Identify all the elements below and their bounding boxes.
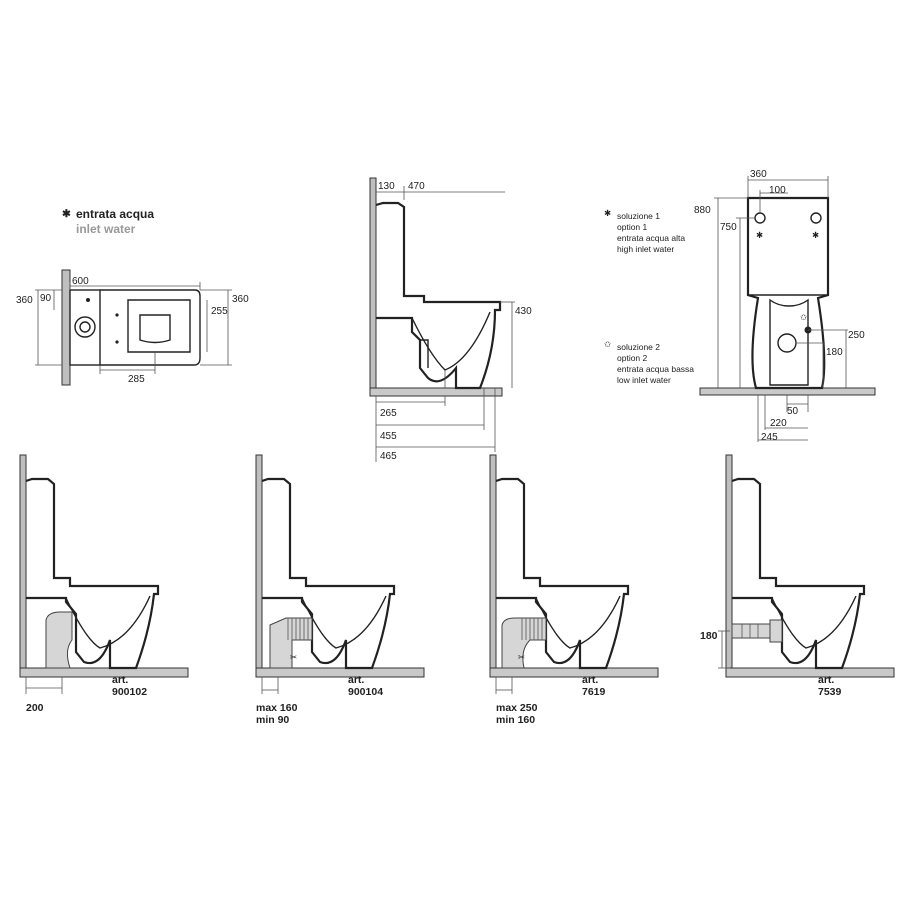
side-toilet-outline	[375, 201, 502, 390]
variant-art-number: 900102	[112, 686, 147, 698]
variant-art-label: art.	[818, 674, 834, 686]
rear-toilet-outline	[746, 196, 830, 390]
variant-dim-max: max 160	[256, 702, 298, 714]
rear-inlet-right	[810, 212, 822, 224]
variant-wall	[19, 454, 27, 678]
svg-text:✱: ✱	[756, 230, 763, 240]
rear-dim-220: 220	[770, 418, 787, 429]
plan-view: 600 360 90 360 255 285	[16, 269, 249, 386]
variant-art-label: art.	[348, 674, 364, 686]
variant-dim-min: min 160	[496, 714, 535, 726]
side-dim-265: 265	[380, 408, 397, 419]
variant-dim: 200	[26, 702, 44, 714]
side-dim-465: 465	[380, 451, 397, 462]
option2-line3: entrata acqua bassa	[617, 364, 694, 374]
legend-symbol: ✱	[62, 208, 71, 220]
side-bowl-inner	[411, 311, 491, 371]
plan-dim-length: 600	[72, 276, 89, 287]
plan-dim-width-left: 360	[16, 295, 33, 306]
side-view-main: 130 470 430 265 455 465	[369, 177, 532, 462]
variant-dim: 180	[700, 630, 718, 642]
plan-dim-width-right: 360	[232, 294, 249, 305]
variant-art-label: art.	[112, 674, 128, 686]
plan-inlet-icon	[86, 298, 90, 302]
svg-text:✱: ✱	[812, 230, 819, 240]
variant-adjustable-outlet	[269, 617, 313, 669]
plan-dim-255: 255	[211, 306, 228, 317]
rear-view: ✱ ✱ ✩ 360 100 880 750 250 180 50 220	[694, 169, 876, 443]
variant-art-number: 7619	[582, 686, 606, 698]
plan-bowl-outline	[100, 289, 201, 366]
side-wall	[369, 177, 377, 397]
plan-tank	[69, 289, 101, 366]
legend-label-it: entrata acqua	[76, 207, 154, 221]
side-dim-470: 470	[408, 181, 425, 192]
variant-dim-min: min 90	[256, 714, 289, 726]
option1-symbol: ✱	[604, 208, 611, 218]
side-dim-455: 455	[380, 431, 397, 442]
variant-toilet-outline	[25, 477, 160, 670]
plan-bowl-opening	[139, 314, 171, 344]
options-legend: ✱ soluzione 1 option 1 entrata acqua alt…	[604, 208, 694, 385]
plan-flush-button	[74, 316, 96, 338]
rear-outlet-frame	[769, 298, 809, 386]
rear-dim-880: 880	[694, 205, 711, 216]
side-dim-430: 430	[515, 306, 532, 317]
rear-dim-50: 50	[787, 406, 799, 417]
option1-line1: soluzione 1	[617, 211, 660, 221]
svg-text:✩: ✩	[800, 312, 808, 322]
legend: ✱ entrata acqua inlet water	[62, 207, 154, 236]
plan-dim-285: 285	[128, 374, 145, 385]
option1-line4: high inlet water	[617, 244, 674, 254]
rear-dim-180: 180	[826, 347, 843, 358]
variant-900104: ✂ max 160 min 90 art. 900104	[255, 454, 425, 726]
side-floor	[369, 387, 503, 397]
option2-symbol: ✩	[604, 339, 612, 349]
variant-art-number: 900104	[348, 686, 383, 698]
variant-900102: 200 art. 900102	[19, 454, 189, 714]
option1-line2: option 1	[617, 222, 648, 232]
option2-line1: soluzione 2	[617, 342, 660, 352]
rear-inlet-left	[754, 212, 766, 224]
variant-dim-max: max 250	[496, 702, 538, 714]
svg-text:✂: ✂	[518, 652, 526, 662]
variant-art-label: art.	[582, 674, 598, 686]
rear-outlet	[777, 333, 797, 353]
variant-floor-outlet	[45, 611, 73, 669]
svg-text:✂: ✂	[290, 652, 298, 662]
variant-7539: 180 art. 7539	[700, 454, 895, 698]
plan-bowl-rim	[127, 299, 191, 353]
option2-line4: low inlet water	[617, 375, 671, 385]
rear-dim-360: 360	[750, 169, 767, 180]
side-dim-130: 130	[378, 181, 395, 192]
plan-dim-90: 90	[40, 293, 52, 304]
legend-label-en: inlet water	[76, 222, 136, 236]
variant-7619: ✂ max 250 min 160 art. 7619	[489, 454, 659, 726]
variant-floor	[19, 667, 189, 678]
option2-line2: option 2	[617, 353, 648, 363]
plan-wall	[61, 269, 71, 386]
rear-dim-100: 100	[769, 185, 786, 196]
variant-art-number: 7539	[818, 686, 842, 698]
rear-dim-245: 245	[761, 432, 778, 443]
option1-line3: entrata acqua alta	[617, 233, 685, 243]
rear-dim-250: 250	[848, 330, 865, 341]
rear-dim-750: 750	[720, 222, 737, 233]
